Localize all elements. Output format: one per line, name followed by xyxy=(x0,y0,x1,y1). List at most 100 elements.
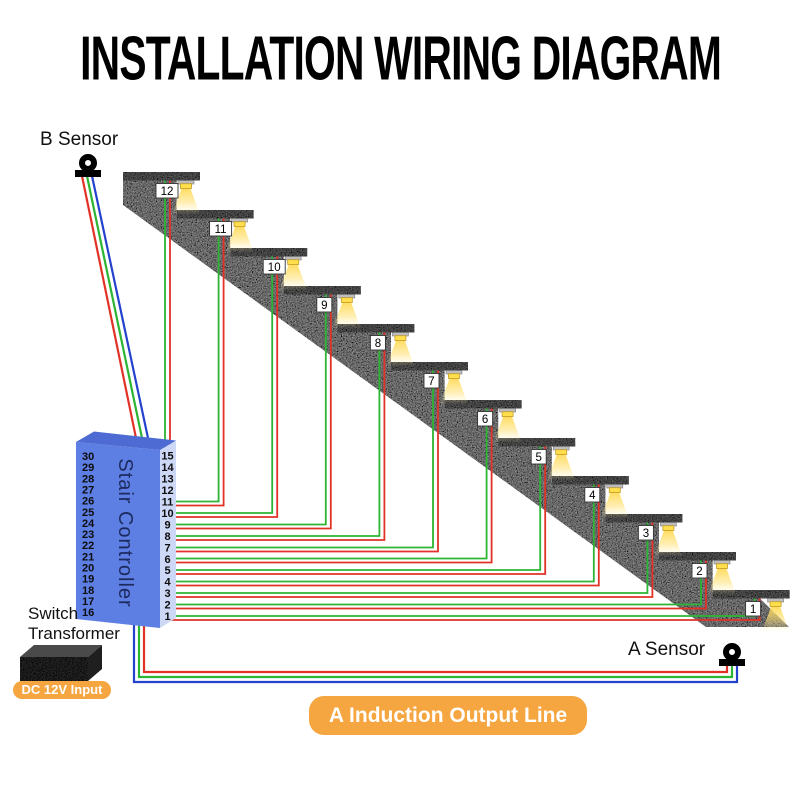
wire-red xyxy=(166,294,332,530)
pin-number: 21 xyxy=(82,551,94,563)
light-bulb xyxy=(287,259,300,265)
wire-red xyxy=(166,522,654,598)
pin-number: 8 xyxy=(164,531,170,543)
step-tread xyxy=(605,514,683,523)
step-number-box xyxy=(691,563,708,579)
step-number-label: 12 xyxy=(161,186,174,198)
step-tread xyxy=(123,172,200,181)
pin-number: 11 xyxy=(162,497,174,509)
step-number-label: 9 xyxy=(321,300,327,312)
sensor-base xyxy=(719,659,745,666)
pin-number: 30 xyxy=(82,451,94,463)
wire-red xyxy=(166,256,279,518)
light-glow xyxy=(761,605,790,633)
wire-green xyxy=(166,484,595,583)
step-output-wires xyxy=(164,180,761,621)
light-glow xyxy=(332,301,361,329)
step-tread xyxy=(551,476,629,485)
step-number-box xyxy=(530,449,547,465)
dc-12v-input-badge: DC 12V Input xyxy=(13,681,111,699)
wire-green xyxy=(166,294,327,526)
step-number-box xyxy=(584,487,601,503)
step-tread xyxy=(712,590,790,599)
pin-number: 4 xyxy=(164,577,171,589)
sensor-ring xyxy=(79,154,97,172)
wire-green xyxy=(166,256,274,514)
controller-name-label: Stair Controller xyxy=(114,458,136,607)
step-tread xyxy=(498,438,576,447)
wire-green xyxy=(166,218,220,503)
pin-number: 9 xyxy=(164,519,170,531)
wire-green xyxy=(166,598,756,617)
step-number-label: 4 xyxy=(589,490,596,502)
wire-blue xyxy=(132,615,739,684)
pin-number: 28 xyxy=(82,473,94,485)
transformer-top-face xyxy=(20,645,102,657)
pin-number: 29 xyxy=(82,462,94,474)
pin-number: 3 xyxy=(164,588,170,600)
wire-green xyxy=(166,332,381,537)
step-tread xyxy=(230,248,308,257)
wire-red xyxy=(166,218,225,507)
a-sensor-icon xyxy=(719,643,745,666)
pin-number: 20 xyxy=(82,563,94,575)
step-light-glows xyxy=(172,187,790,633)
step-tread xyxy=(444,400,522,409)
light-bulb xyxy=(501,411,514,417)
sensor-ring xyxy=(723,643,741,661)
step-number-box xyxy=(155,183,179,199)
wire-green xyxy=(166,446,542,571)
light-glow xyxy=(493,415,522,443)
light-bulb xyxy=(448,373,460,379)
step-number-box xyxy=(316,297,333,313)
pin-number: 26 xyxy=(82,496,94,508)
pin-number: 16 xyxy=(82,607,94,619)
step-number-box xyxy=(423,373,440,389)
light-bulb xyxy=(769,601,782,607)
pin-number: 19 xyxy=(82,574,94,586)
pin-number: 18 xyxy=(82,585,94,597)
a-sensor-wires xyxy=(132,615,739,684)
step-number-label: 5 xyxy=(535,452,541,464)
step-number-label: 1 xyxy=(750,604,756,616)
light-glow xyxy=(708,567,736,595)
light-bulb xyxy=(716,563,728,569)
step-number-label: 6 xyxy=(482,414,488,426)
wire-red xyxy=(166,484,600,587)
light-bulb xyxy=(555,449,568,455)
light-glow xyxy=(547,453,576,481)
transformer-front-face xyxy=(20,657,88,681)
controller-side-face xyxy=(160,440,176,628)
transformer-side-face xyxy=(88,645,102,681)
step-number-box xyxy=(369,335,386,351)
step-number-box xyxy=(637,525,654,541)
page-title: INSTALLATION WIRING DIAGRAM xyxy=(80,23,722,93)
pin-number: 27 xyxy=(82,484,94,496)
switch-transformer-box xyxy=(20,645,102,681)
title-bar: INSTALLATION WIRING DIAGRAM xyxy=(0,22,800,93)
pin-number: 7 xyxy=(164,542,170,554)
wire-green xyxy=(166,370,434,549)
wire-green xyxy=(166,522,649,594)
pin-number: 15 xyxy=(161,451,173,463)
step-number-label: 10 xyxy=(268,262,281,274)
pin-number: 12 xyxy=(161,485,173,497)
light-glow xyxy=(172,187,200,215)
light-glow xyxy=(279,263,308,291)
step-number-box xyxy=(745,601,762,617)
step-number-label: 3 xyxy=(643,528,649,540)
light-glow xyxy=(440,377,468,405)
pin-number: 22 xyxy=(82,540,94,552)
light-glow xyxy=(386,339,415,367)
switch-transformer-label: Switch Transformer xyxy=(28,604,120,644)
a-sensor-label: A Sensor xyxy=(628,639,706,660)
wire-green xyxy=(166,408,488,560)
b-sensor-icon xyxy=(75,154,101,177)
step-tread xyxy=(391,362,468,371)
light-glow xyxy=(654,529,683,557)
pin-number: 1 xyxy=(164,611,170,623)
